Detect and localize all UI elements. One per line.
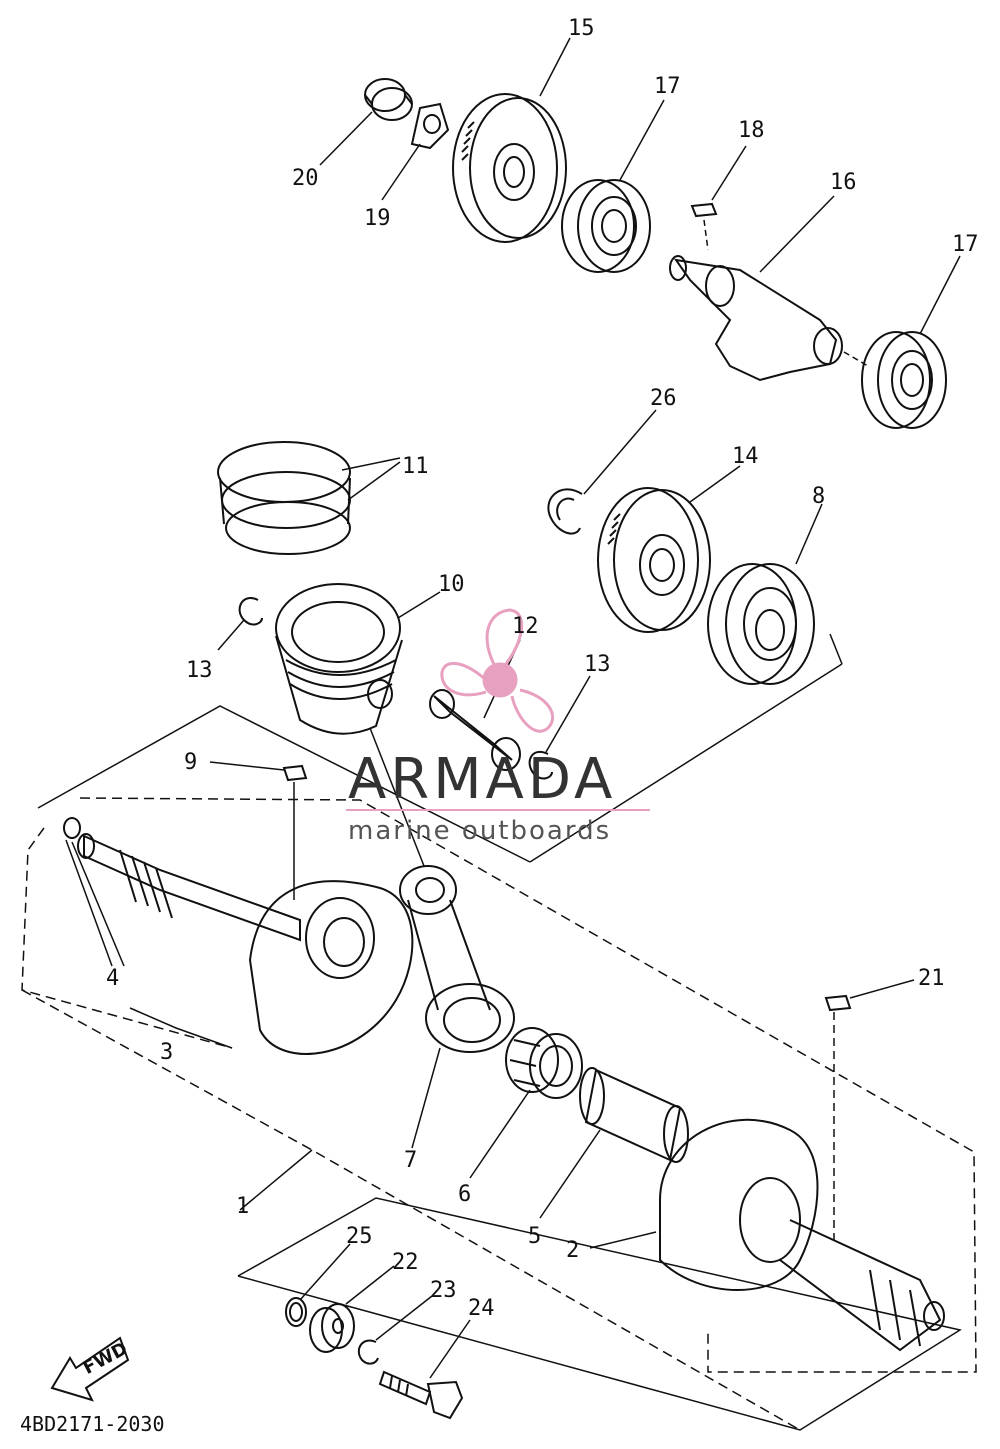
callout-14[interactable]: 14 <box>732 444 759 469</box>
callout-22[interactable]: 22 <box>392 1250 419 1275</box>
callout-15[interactable]: 15 <box>568 16 595 41</box>
part-3-crankshaft-half[interactable] <box>77 833 414 1055</box>
part-10-piston[interactable] <box>275 583 403 735</box>
part-13-circlip-right[interactable] <box>528 751 553 780</box>
part-6-needle-bearing[interactable] <box>505 1027 583 1099</box>
part-25-o-ring[interactable] <box>285 1297 307 1327</box>
part-17-bearing-right[interactable] <box>861 331 947 429</box>
callout-10[interactable]: 10 <box>438 572 465 597</box>
callout-6[interactable]: 6 <box>458 1182 472 1207</box>
part-5-crank-pin[interactable] <box>579 1067 689 1163</box>
brand-tagline: marine outboards <box>348 816 612 846</box>
callout-21[interactable]: 21 <box>918 966 945 991</box>
callout-11[interactable]: 11 <box>402 454 429 479</box>
callout-25[interactable]: 25 <box>346 1224 373 1249</box>
callout-13-left[interactable]: 13 <box>186 658 213 683</box>
catalog-code: 4BD2171-2030 <box>20 1412 165 1436</box>
callout-17-upper[interactable]: 17 <box>654 74 681 99</box>
part-15-gear[interactable] <box>452 93 567 243</box>
fwd-arrow-icon <box>50 1336 130 1402</box>
part-26-circlip[interactable] <box>547 488 583 535</box>
part-22-washer[interactable] <box>309 1303 355 1353</box>
callout-4[interactable]: 4 <box>106 966 120 991</box>
part-7-connecting-rod[interactable] <box>399 865 515 1053</box>
callout-20[interactable]: 20 <box>292 166 319 191</box>
callout-24[interactable]: 24 <box>468 1296 495 1321</box>
callout-16[interactable]: 16 <box>830 170 857 195</box>
callout-23[interactable]: 23 <box>430 1278 457 1303</box>
callout-1[interactable]: 1 <box>236 1194 250 1219</box>
part-19-lock-washer[interactable] <box>410 102 450 150</box>
callout-7[interactable]: 7 <box>404 1148 418 1173</box>
callout-26[interactable]: 26 <box>650 386 677 411</box>
callout-9[interactable]: 9 <box>184 750 198 775</box>
part-14-gear[interactable] <box>597 487 711 633</box>
callout-17-right[interactable]: 17 <box>952 232 979 257</box>
part-18-key[interactable] <box>690 202 718 218</box>
callout-3[interactable]: 3 <box>160 1040 174 1065</box>
part-2-crankshaft-half[interactable] <box>659 1118 945 1352</box>
part-24-bolt[interactable] <box>378 1370 464 1420</box>
callout-13-right[interactable]: 13 <box>584 652 611 677</box>
part-21-key[interactable] <box>824 994 852 1012</box>
callout-2[interactable]: 2 <box>566 1238 580 1263</box>
callout-12[interactable]: 12 <box>512 614 539 639</box>
callout-18[interactable]: 18 <box>738 118 765 143</box>
part-12-piston-pin[interactable] <box>429 689 521 771</box>
part-8-bearing[interactable] <box>707 563 815 685</box>
callout-19[interactable]: 19 <box>364 206 391 231</box>
callout-5[interactable]: 5 <box>528 1224 542 1249</box>
propeller-logo-icon <box>440 608 555 733</box>
part-20-nut[interactable] <box>364 78 413 121</box>
part-23-circlip[interactable] <box>357 1339 379 1365</box>
part-4-washer[interactable] <box>63 817 81 839</box>
part-9-key[interactable] <box>282 764 308 782</box>
part-17-bearing-upper[interactable] <box>561 179 651 273</box>
brand-name: ARMADA <box>348 747 617 812</box>
part-16-shaft[interactable] <box>669 255 843 382</box>
part-11-piston-rings[interactable] <box>217 441 351 555</box>
callout-8[interactable]: 8 <box>812 484 826 509</box>
